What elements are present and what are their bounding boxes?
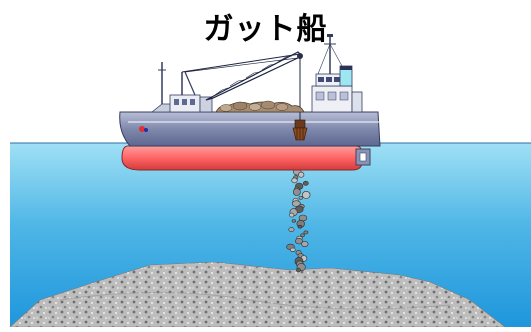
bridge-panel — [315, 91, 325, 101]
falling-rock — [289, 247, 296, 252]
falling-rock — [288, 227, 295, 232]
bow-mark-2 — [144, 128, 148, 132]
bridge-window — [318, 77, 324, 82]
rubble-mound — [9, 261, 506, 328]
boom-lattice — [214, 55, 293, 96]
falling-rock — [296, 267, 301, 273]
falling-rock — [291, 219, 297, 223]
mast-stay — [329, 43, 343, 67]
cabin-window — [190, 99, 195, 105]
hull-lower — [121, 145, 363, 171]
crane-house — [199, 96, 213, 113]
diagram-title: ガット船 — [203, 12, 328, 47]
propeller — [359, 152, 367, 162]
falling-rock — [289, 212, 295, 218]
cabin-window — [182, 99, 187, 105]
falling-rock — [292, 188, 301, 196]
hull-upper — [119, 111, 381, 147]
falling-rock — [291, 177, 298, 184]
falling-rock — [295, 237, 303, 245]
falling-rock — [301, 241, 309, 247]
falling-rock — [302, 190, 311, 199]
deck-cargo — [215, 100, 305, 113]
falling-rock — [298, 171, 305, 178]
falling-rock — [302, 180, 309, 186]
grab-bucket — [292, 119, 308, 141]
boom-wire — [184, 57, 299, 73]
boom-sheave — [297, 53, 303, 59]
mound-shading — [59, 292, 451, 310]
falling-rock — [297, 224, 303, 229]
bridge-window — [334, 77, 340, 82]
boom-wire — [181, 53, 301, 73]
mast-stay — [317, 43, 331, 75]
crane-frame-brace — [184, 71, 196, 96]
bridge-panel — [327, 91, 337, 101]
mast-top — [327, 34, 333, 37]
falling-rock — [303, 230, 309, 235]
funnel-top — [340, 66, 352, 70]
falling-rock — [300, 233, 305, 238]
cabin-window — [174, 99, 179, 105]
bridge-panel — [339, 91, 349, 101]
bridge-window — [326, 77, 332, 82]
aft-house — [351, 91, 363, 113]
falling-rock — [298, 196, 303, 200]
bow-mark — [139, 126, 145, 132]
